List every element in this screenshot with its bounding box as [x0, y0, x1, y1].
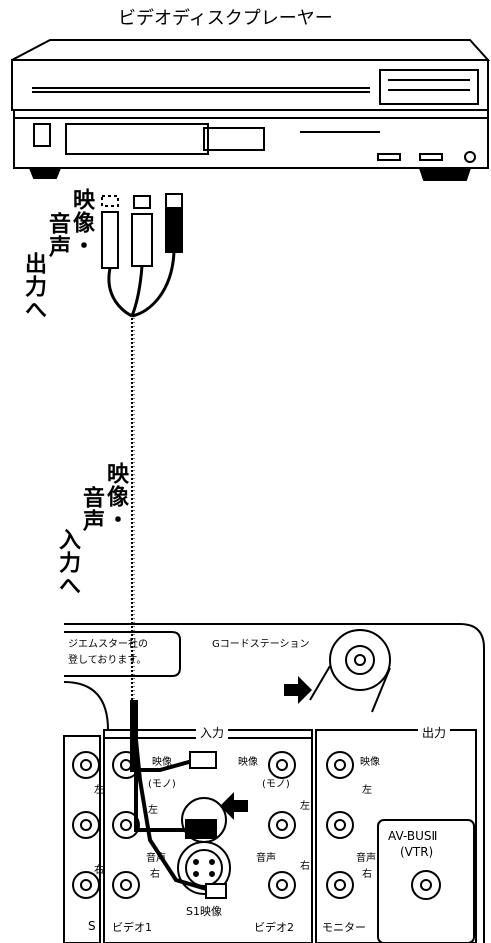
power-button [33, 123, 51, 147]
monitor-right-label: 右 [362, 869, 372, 880]
player-upper-body [11, 59, 489, 111]
monitor-audio-label: 音声 [356, 853, 376, 864]
video1-right-label: 右 [150, 869, 160, 880]
input-label-col1: 映像・ [103, 462, 128, 531]
avbus-box [377, 819, 475, 943]
video1-left-label: 左 [148, 805, 158, 816]
video1-label: ビデオ1 [112, 921, 152, 934]
edge-right-label: 右 [94, 865, 104, 876]
video2-audio-label: 音声 [256, 853, 276, 864]
input-section-label: 入力 [196, 727, 229, 739]
arrow-icon [284, 676, 312, 704]
output-plugs [101, 193, 183, 269]
video2-right-label: 右 [300, 861, 310, 872]
disc-tray [65, 123, 209, 155]
monitor-video-label: 映像 [360, 757, 380, 768]
note-line1: ジエムスター社の [68, 639, 148, 650]
edge-left-label: 左 [94, 785, 104, 796]
output-label-col3: 出力へ [21, 252, 46, 321]
video1-audio-label: 音声 [146, 853, 166, 864]
edge-s-label: S [88, 919, 96, 933]
device-title: ビデオディスクプレーヤー [118, 8, 333, 29]
player-lid [11, 39, 491, 61]
monitor-label: モニター [322, 921, 366, 934]
video2-label: ビデオ2 [254, 921, 294, 934]
video1-mono-label: (モノ) [148, 779, 176, 790]
output-label-col1: 映像・ [69, 188, 94, 257]
video2-mono-label: (モノ) [262, 779, 290, 790]
video1-video-label: 映像 [152, 757, 172, 768]
player-lower-body [13, 109, 489, 169]
monitor-left-label: 左 [362, 785, 372, 796]
display-window [203, 127, 265, 151]
g-code-station-label: Gコードステーション [212, 639, 310, 650]
note-line2: 登しております。 [68, 655, 147, 666]
output-section [315, 729, 477, 943]
input-label-col2: 音声 [79, 486, 104, 532]
avbus-label-line1: AV-BUSⅡ [388, 829, 438, 843]
video2-video-label: 映像 [238, 757, 258, 768]
video2-left-label: 左 [300, 801, 310, 812]
input-label-col3: 入力へ [55, 528, 80, 597]
rear-panel-outline [64, 623, 485, 943]
output-label-col2: 音声 [45, 212, 70, 258]
output-section-label: 出力 [418, 727, 451, 739]
s1-video-label: S1映像 [186, 905, 222, 918]
arrow-left-icon [220, 792, 248, 820]
avbus-label-line2: (VTR) [400, 845, 434, 859]
